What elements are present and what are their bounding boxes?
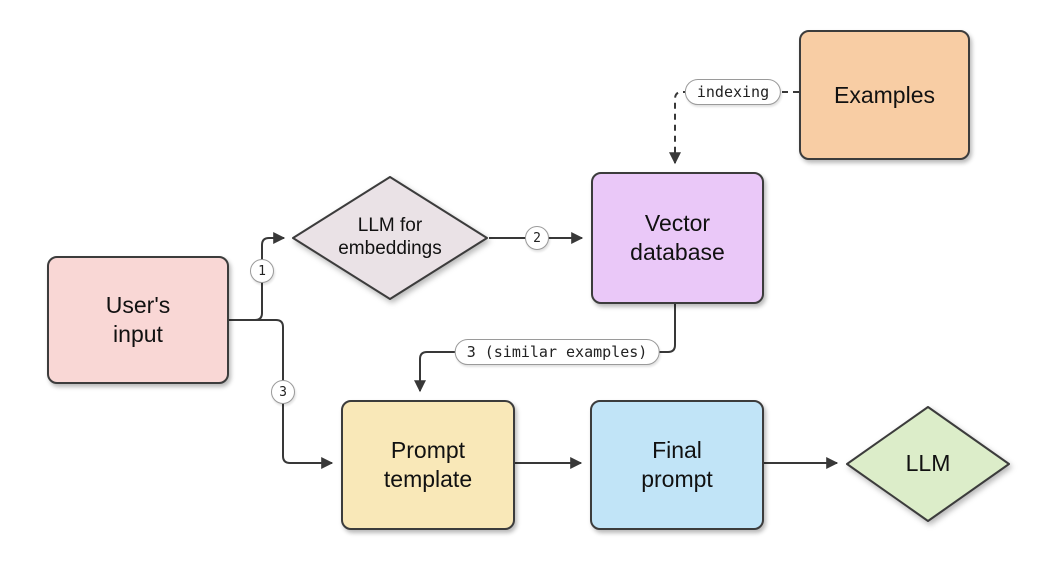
node-llm-embeddings: LLM for embeddings	[292, 176, 488, 300]
node-examples: Examples	[799, 30, 970, 160]
edge-label-1: 1	[250, 259, 274, 283]
node-vector-database: Vector database	[591, 172, 764, 304]
edge-label-2: 2	[525, 226, 549, 250]
node-label: User's input	[105, 292, 171, 347]
node-label: LLM	[905, 450, 951, 477]
node-label: Examples	[834, 81, 935, 108]
node-llm: LLM	[846, 406, 1010, 522]
node-label: Prompt template	[383, 437, 473, 492]
diamond-shape	[292, 176, 488, 300]
node-label: Final prompt	[641, 437, 713, 492]
node-users-input: User's input	[47, 256, 229, 384]
edge-label-indexing: indexing	[684, 79, 782, 105]
node-prompt-template: Prompt template	[341, 400, 515, 530]
node-label: LLM for embeddings	[338, 215, 442, 259]
edge-label-3: 3	[271, 380, 295, 404]
edge-label-similar-examples: 3 (similar examples)	[454, 339, 660, 365]
node-label: Vector database	[630, 210, 725, 265]
edge-examples-to-vector-database	[669, 91, 799, 165]
diamond-shape	[846, 406, 1010, 522]
node-final-prompt: Final prompt	[590, 400, 764, 530]
